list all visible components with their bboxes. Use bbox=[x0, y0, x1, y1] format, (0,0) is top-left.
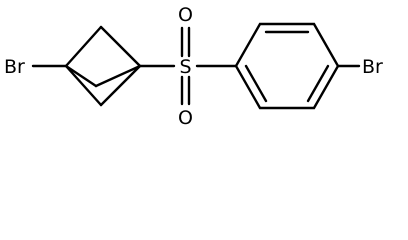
atom-br-left: Br bbox=[4, 56, 25, 78]
bond-cage-top-left bbox=[64, 25, 103, 68]
atom-sulfur: S bbox=[179, 56, 191, 78]
bond-cage-back-left bbox=[64, 64, 98, 88]
molecule-svg: Br S O O Br bbox=[4, 4, 383, 129]
ring-double-bond-left bbox=[244, 64, 268, 103]
atom-oxygen-bottom: O bbox=[178, 107, 193, 129]
benzene-ring bbox=[234, 22, 361, 110]
atom-br-right: Br bbox=[362, 56, 383, 78]
bond-cage-top-right bbox=[99, 25, 142, 68]
bond-cage-back-right bbox=[94, 64, 142, 88]
bond-cage-bottom-right bbox=[99, 64, 142, 107]
bicyclopentane-cage bbox=[31, 25, 142, 107]
ring-outline bbox=[234, 22, 340, 110]
bond-cage-bottom-left bbox=[64, 64, 103, 107]
structure-diagram: Br S O O Br bbox=[4, 4, 383, 129]
sulfonyl-group bbox=[138, 26, 238, 106]
ring-double-bond-right bbox=[306, 64, 330, 103]
atom-oxygen-top: O bbox=[178, 4, 193, 26]
